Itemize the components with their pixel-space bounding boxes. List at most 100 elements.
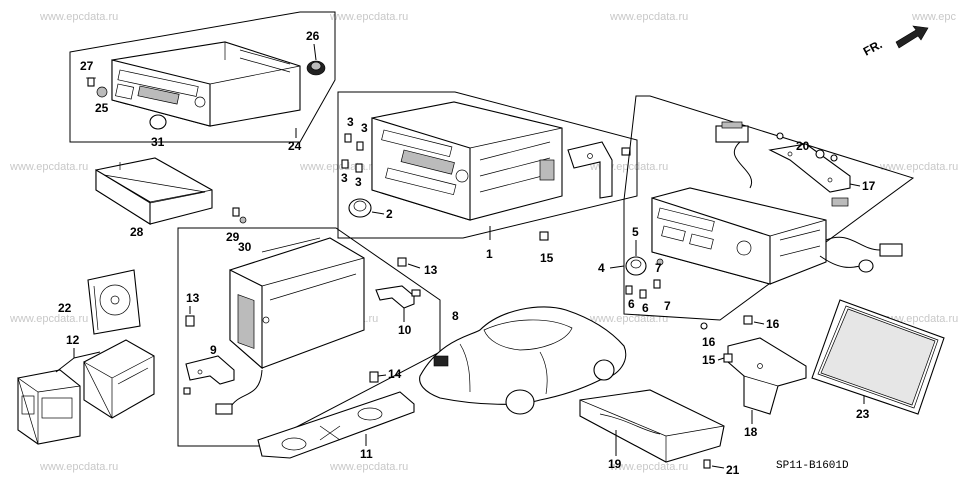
head-unit bbox=[651, 187, 827, 285]
callout-13-a: 13 bbox=[186, 291, 200, 305]
callout-10: 10 bbox=[398, 323, 412, 337]
callout-27: 27 bbox=[80, 59, 94, 73]
callout-29: 29 bbox=[226, 230, 240, 244]
callout-16-b: 16 bbox=[766, 317, 780, 331]
callout-22: 22 bbox=[58, 301, 72, 315]
screw-lower bbox=[183, 387, 191, 395]
watermark: www.epcdata.ru bbox=[329, 11, 408, 23]
module-12: 12 bbox=[17, 333, 155, 445]
callout-17: 17 bbox=[862, 179, 876, 193]
group-8-cd-changer: 13 13 10 8 9 bbox=[177, 227, 459, 447]
watermark: www.epcdata.ru bbox=[9, 161, 88, 173]
bracket-17 bbox=[768, 143, 851, 193]
callout-23: 23 bbox=[856, 407, 870, 421]
callout-3-c: 3 bbox=[341, 171, 348, 185]
bracket-9 bbox=[185, 355, 235, 385]
car-outline bbox=[419, 306, 627, 415]
callout-5: 5 bbox=[632, 225, 639, 239]
callout-25: 25 bbox=[95, 101, 109, 115]
radio-24-unit bbox=[111, 41, 301, 127]
bracket-18: 16 16 15 18 bbox=[700, 315, 807, 439]
callout-7-a: 7 bbox=[655, 261, 662, 275]
screw-top-right bbox=[621, 147, 631, 156]
callout-13-b: 13 bbox=[424, 263, 438, 277]
watermark: www.epcdata.ru bbox=[329, 461, 408, 473]
screw-21 bbox=[703, 459, 711, 469]
screw-13-top bbox=[397, 257, 407, 267]
group-24-radio: 26 27 25 31 24 bbox=[69, 11, 336, 153]
knob-2 bbox=[348, 198, 372, 218]
screw-15-bracket bbox=[723, 353, 733, 363]
cd-changer-unit bbox=[229, 237, 365, 370]
callout-31: 31 bbox=[151, 135, 165, 149]
pocket-19: 19 21 bbox=[579, 389, 740, 477]
screw-14 bbox=[369, 371, 379, 383]
knob-31 bbox=[149, 114, 167, 130]
callout-15-a: 15 bbox=[540, 251, 554, 265]
callout-16-a: 16 bbox=[702, 335, 716, 349]
callout-18: 18 bbox=[744, 425, 758, 439]
watermark: www.epcdata.ru bbox=[879, 161, 958, 173]
group-1-stereo: 3 3 3 3 2 1 15 bbox=[337, 91, 638, 265]
screw-15-stereo bbox=[539, 231, 549, 241]
callout-1: 1 bbox=[486, 247, 493, 261]
group-24-frame bbox=[69, 11, 336, 143]
stereo-unit bbox=[371, 101, 563, 221]
group-4-head-unit: 4 5 6 6 7 7 20 17 bbox=[598, 95, 915, 321]
callout-28: 28 bbox=[130, 225, 144, 239]
front-arrow-icon bbox=[895, 25, 929, 49]
group-1-frame bbox=[337, 91, 638, 239]
watermark: www.epcdata.ru bbox=[609, 461, 688, 473]
callout-15-b: 15 bbox=[702, 353, 716, 367]
bracket-10 bbox=[375, 285, 421, 309]
screw-27 bbox=[86, 77, 96, 87]
screws-20 bbox=[776, 132, 838, 162]
callout-21: 21 bbox=[726, 463, 740, 477]
antenna-cable bbox=[819, 236, 903, 273]
knob-5 bbox=[625, 256, 647, 276]
display-23: 23 bbox=[811, 299, 945, 421]
bracket-15-right bbox=[567, 141, 613, 199]
callout-12: 12 bbox=[66, 333, 80, 347]
watermark: www.epc bbox=[911, 11, 957, 23]
wiring-connector bbox=[715, 121, 753, 189]
callout-3-b: 3 bbox=[361, 121, 368, 135]
watermark: www.epcdata.ru bbox=[39, 461, 118, 473]
screw-16 bbox=[743, 315, 753, 325]
watermark: www.epcdata.ru bbox=[609, 11, 688, 23]
watermark: www.epcdata.ru bbox=[299, 161, 378, 173]
watermark: www.epcdata.ru bbox=[39, 11, 118, 23]
callout-2: 2 bbox=[386, 207, 393, 221]
clip-29-30 bbox=[232, 207, 247, 224]
diagram-code: SP11-B1601D bbox=[776, 460, 849, 472]
callout-8: 8 bbox=[452, 309, 459, 323]
callout-6-a: 6 bbox=[628, 297, 635, 311]
tray-11: 11 14 bbox=[257, 367, 415, 461]
watermark: www.epcdata.ru bbox=[589, 313, 668, 325]
group-4-frame bbox=[623, 95, 915, 321]
clip-right bbox=[831, 197, 849, 207]
watermark: www.epcdata.ru bbox=[9, 313, 88, 325]
cable-9 bbox=[215, 369, 263, 415]
callout-7-b: 7 bbox=[664, 299, 671, 313]
direction-label: FR. bbox=[861, 37, 885, 58]
callout-24: 24 bbox=[288, 139, 302, 153]
callout-11: 11 bbox=[360, 447, 373, 461]
callout-14: 14 bbox=[388, 367, 402, 381]
callout-9: 9 bbox=[210, 343, 217, 357]
callout-30: 30 bbox=[238, 240, 252, 254]
washer-25 bbox=[96, 86, 108, 98]
callout-3-a: 3 bbox=[347, 115, 354, 129]
front-direction-indicator: FR. bbox=[861, 25, 929, 59]
callout-20: 20 bbox=[796, 139, 810, 153]
cd-magazine-22: 22 bbox=[58, 269, 141, 335]
callout-6-b: 6 bbox=[642, 301, 649, 315]
callout-26: 26 bbox=[306, 29, 320, 43]
buttons-6-7 bbox=[625, 258, 664, 299]
clip-16-left bbox=[700, 322, 708, 330]
buttons-3 bbox=[341, 133, 364, 173]
knob-26 bbox=[306, 60, 326, 76]
callout-3-d: 3 bbox=[355, 175, 362, 189]
pocket-28: 28 29 30 bbox=[95, 157, 252, 254]
callout-4: 4 bbox=[598, 261, 605, 275]
